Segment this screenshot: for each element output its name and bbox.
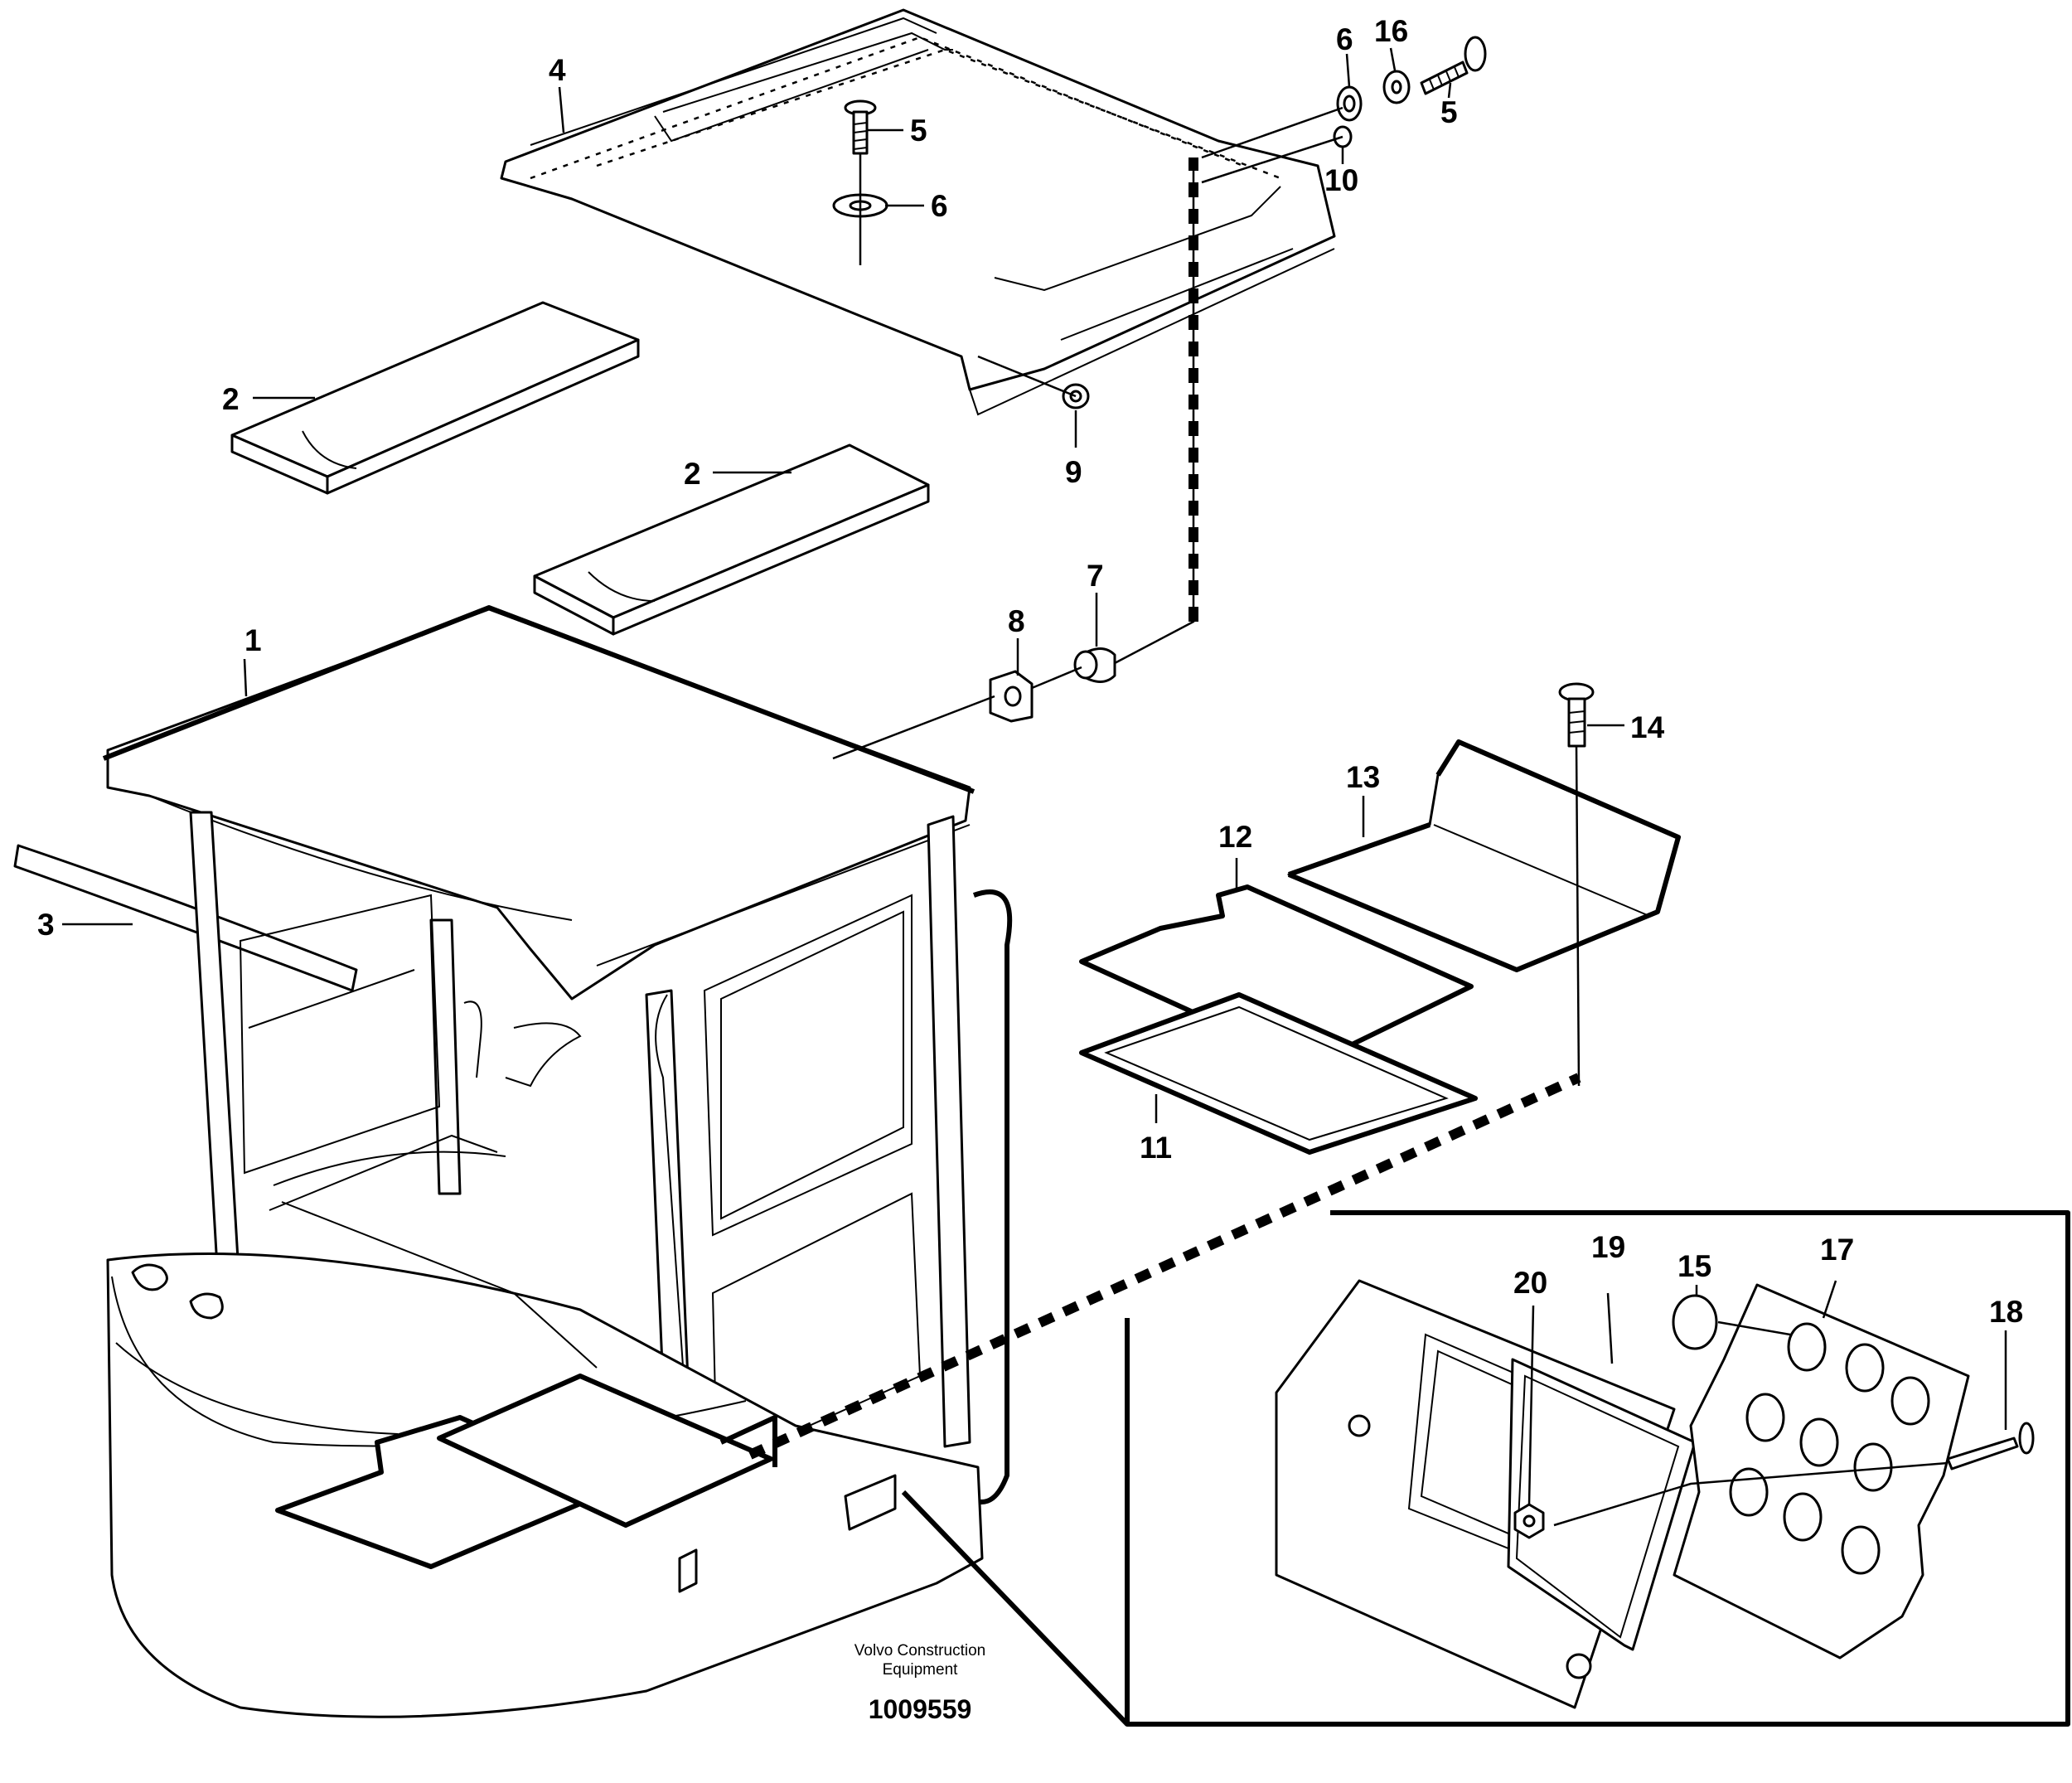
bolt-right: [1420, 36, 1487, 95]
callout-5-right: 5: [1440, 95, 1458, 129]
assembly-line-roof-right: [1201, 106, 1343, 159]
gasket-11: [1079, 992, 1478, 1155]
bolt-14: [1558, 682, 1595, 748]
callout-20: 20: [1513, 1266, 1547, 1300]
callout-leaders: [62, 47, 2007, 1505]
brand-line-1: Volvo Construction: [854, 1642, 985, 1659]
callout-9: 9: [1065, 455, 1082, 489]
bolt-center: [844, 99, 877, 155]
footer: Volvo Construction Equipment 1009559: [854, 1642, 985, 1724]
assembly-line-bolt-14: [1575, 745, 1581, 1087]
callout-7: 7: [1087, 559, 1104, 593]
callout-16: 16: [1374, 14, 1408, 48]
dashed-line-floor: [748, 1073, 1581, 1460]
detail-inset: [901, 1210, 2070, 1727]
roof-panel: [500, 8, 1336, 416]
callout-15: 15: [1677, 1249, 1711, 1283]
callout-8: 8: [1008, 604, 1025, 638]
callout-labels: 1 2 2 3 4 5 5 6 6 7 8 9 10 11 12 13 14 1…: [37, 14, 2023, 1329]
callout-1: 1: [244, 623, 262, 657]
callout-12: 12: [1218, 820, 1252, 854]
cab-frame: [102, 605, 1013, 1718]
callout-17: 17: [1820, 1233, 1854, 1267]
callout-18: 18: [1989, 1295, 2023, 1329]
callout-2-upper: 2: [222, 382, 240, 416]
callout-3: 3: [37, 908, 55, 942]
callout-6-center: 6: [931, 189, 948, 223]
weather-strip: [13, 844, 358, 992]
callout-11: 11: [1140, 1131, 1172, 1165]
brand-line-2: Equipment: [883, 1661, 959, 1679]
washer-right: [1336, 85, 1363, 122]
insulation-pad-upper: [230, 301, 640, 495]
insulation-pad-lower: [533, 443, 930, 636]
assembly-line-nut-9: [977, 355, 1077, 398]
callout-19: 19: [1591, 1230, 1625, 1264]
callout-5-center: 5: [910, 114, 927, 148]
callout-4: 4: [549, 53, 566, 87]
floor-plate-13: [1287, 739, 1681, 972]
callout-13: 13: [1346, 760, 1380, 794]
document-number: 1009559: [869, 1694, 972, 1724]
callout-6-right: 6: [1336, 22, 1353, 56]
rubber-damper: [1073, 647, 1116, 683]
callout-10: 10: [1324, 163, 1358, 197]
callout-2-lower: 2: [684, 457, 701, 491]
callout-14: 14: [1630, 710, 1665, 744]
washer-16: [1382, 70, 1411, 104]
mounting-bracket: [989, 670, 1034, 723]
cover-holes: [1729, 1322, 1930, 1575]
assembly-line-roof-nut: [1201, 135, 1343, 184]
